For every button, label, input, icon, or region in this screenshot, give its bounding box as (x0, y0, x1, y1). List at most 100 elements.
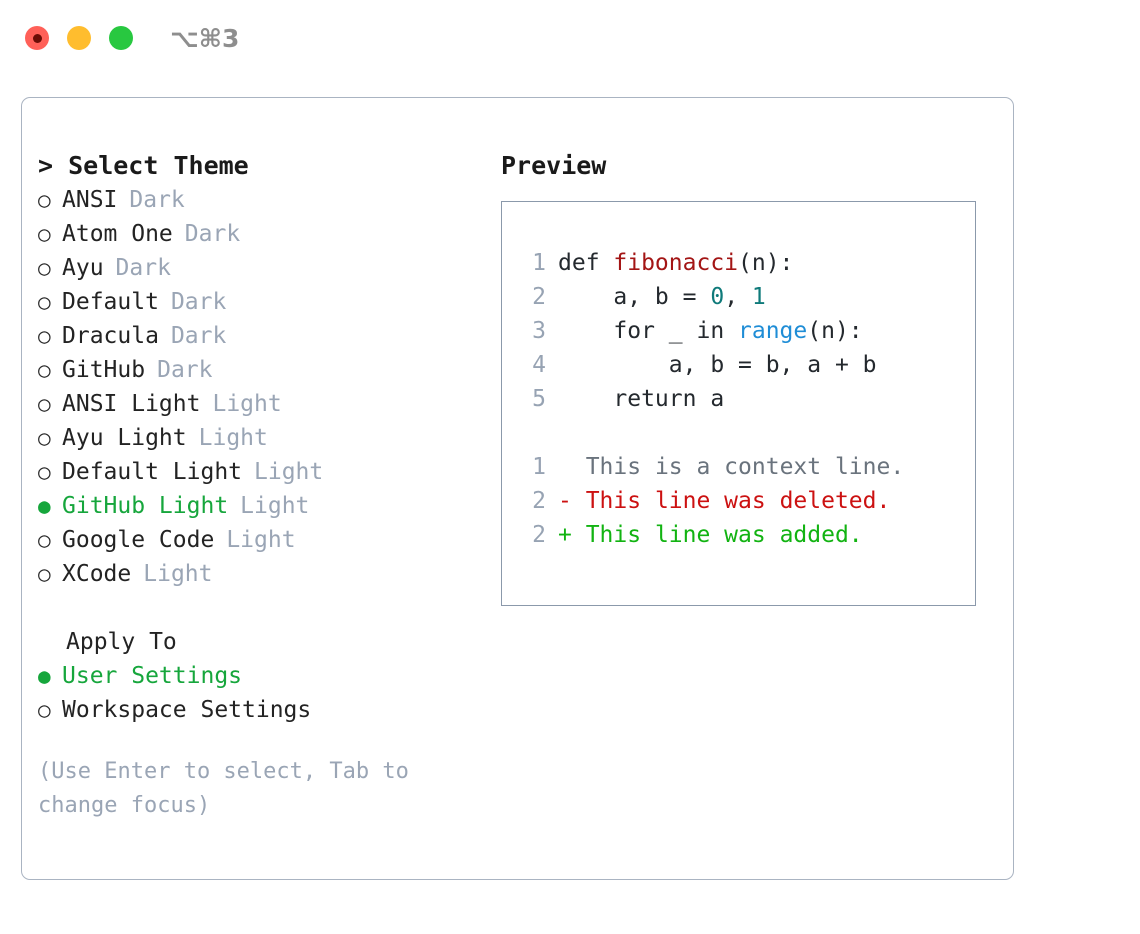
theme-option-dracula[interactable]: ○ Dracula Dark (38, 319, 488, 353)
diff-text: This is a context line. (585, 454, 905, 480)
code-token-num: 1 (751, 284, 766, 310)
line-number: 2 (532, 284, 546, 310)
theme-option-default-light[interactable]: ○ Default Light Light (38, 455, 488, 489)
diff-line-del: 2- This line was deleted. (502, 484, 975, 518)
theme-option-tag: Dark (170, 289, 227, 315)
code-diff-spacer (502, 416, 975, 450)
theme-option-ayu[interactable]: ○ Ayu Dark (38, 251, 488, 285)
line-number: 1 (532, 454, 546, 480)
apply-to-option-label: Workspace Settings (62, 697, 312, 723)
code-token-plain: return a (558, 386, 725, 412)
theme-option-label: ANSI (62, 187, 118, 213)
theme-option-label: GitHub Light (62, 493, 229, 519)
theme-option-tag: Light (240, 493, 310, 519)
window-controls (25, 26, 133, 50)
code-token-plain: (n): (807, 318, 863, 344)
theme-option-tag: Dark (170, 323, 227, 349)
radio-unselected-icon: ○ (38, 460, 51, 484)
code-token-plain: for _ in (558, 318, 739, 344)
theme-option-label: Dracula (62, 323, 159, 349)
theme-option-tag: Dark (184, 221, 241, 247)
radio-unselected-icon: ○ (38, 562, 51, 586)
theme-option-tag: Light (212, 391, 282, 417)
theme-option-github-light[interactable]: ● GitHub Light Light (38, 489, 488, 523)
code-line: 3 for _ in range(n): (502, 314, 975, 348)
theme-option-label: Ayu Light (62, 425, 187, 451)
line-number: 2 (532, 522, 546, 548)
line-number: 2 (532, 488, 546, 514)
theme-option-tag: Light (198, 425, 268, 451)
theme-option-label: Atom One (62, 221, 173, 247)
theme-option-tag: Light (254, 459, 324, 485)
line-number: 1 (532, 250, 546, 276)
code-token-plain: , (724, 284, 752, 310)
apply-to-option-label: User Settings (62, 663, 243, 689)
theme-option-atom-one[interactable]: ○ Atom One Dark (38, 217, 488, 251)
theme-option-label: Google Code (62, 527, 215, 553)
theme-option-tag: Light (226, 527, 296, 553)
code-line: 4 a, b = b, a + b (502, 348, 975, 382)
keyboard-shortcut-label: ⌥⌘3 (170, 24, 240, 53)
title-bar: ⌥⌘3 (0, 0, 1140, 78)
theme-option-xcode[interactable]: ○ XCode Light (38, 557, 488, 591)
radio-unselected-icon: ○ (38, 256, 51, 280)
section-spacer (38, 591, 488, 625)
radio-unselected-icon: ○ (38, 426, 51, 450)
radio-unselected-icon: ○ (38, 528, 51, 552)
theme-option-label: Ayu (62, 255, 104, 281)
diff-sample: 1 This is a context line.2- This line wa… (502, 450, 975, 552)
radio-selected-icon: ● (38, 494, 51, 518)
diff-marker (558, 450, 586, 484)
code-line: 5 return a (502, 382, 975, 416)
theme-option-ayu-light[interactable]: ○ Ayu Light Light (38, 421, 488, 455)
line-number: 5 (532, 386, 546, 412)
code-token-builtin: range (738, 318, 808, 344)
radio-unselected-icon: ○ (38, 290, 51, 314)
diff-marker: + (558, 522, 586, 548)
apply-to-heading: Apply To (66, 629, 177, 655)
diff-text: This line was deleted. (585, 488, 891, 514)
theme-option-tag: Light (143, 561, 213, 587)
code-token-plain: (n): (738, 250, 794, 276)
theme-option-label: Default (62, 289, 159, 315)
close-button-icon[interactable] (25, 26, 49, 50)
line-number: 3 (532, 318, 546, 344)
theme-option-tag: Dark (115, 255, 171, 281)
apply-to-option-workspace-settings[interactable]: ○ Workspace Settings (38, 693, 488, 727)
theme-option-default[interactable]: ○ Default Dark (38, 285, 488, 319)
code-line: 2 a, b = 0, 1 (502, 280, 975, 314)
select-theme-heading: > Select Theme (38, 151, 249, 180)
radio-unselected-icon: ○ (38, 324, 51, 348)
radio-unselected-icon: ○ (38, 698, 51, 722)
code-token-num: 0 (710, 284, 725, 310)
keyboard-hint-text: (Use Enter to select, Tab to change focu… (38, 759, 423, 818)
minimize-button-icon[interactable] (67, 26, 91, 50)
theme-option-label: XCode (62, 561, 132, 587)
theme-option-tag: Dark (129, 187, 185, 213)
radio-unselected-icon: ○ (38, 392, 51, 416)
theme-option-google-code[interactable]: ○ Google Code Light (38, 523, 488, 557)
code-token-plain: a, b = (558, 284, 711, 310)
maximize-button-icon[interactable] (109, 26, 133, 50)
theme-option-label: Default Light (62, 459, 243, 485)
apply-to-list[interactable]: ●User Settings ○ Workspace Settings (38, 659, 488, 727)
apply-to-option-user-settings[interactable]: ●User Settings (38, 659, 488, 693)
radio-unselected-icon: ○ (38, 222, 51, 246)
preview-heading: Preview (501, 151, 607, 180)
code-token-plain: def (558, 250, 614, 276)
theme-option-label: GitHub (62, 357, 146, 383)
code-token-plain: a, b = b, a + b (558, 352, 877, 378)
diff-line-ctx: 1 This is a context line. (502, 450, 975, 484)
line-number: 4 (532, 352, 546, 378)
